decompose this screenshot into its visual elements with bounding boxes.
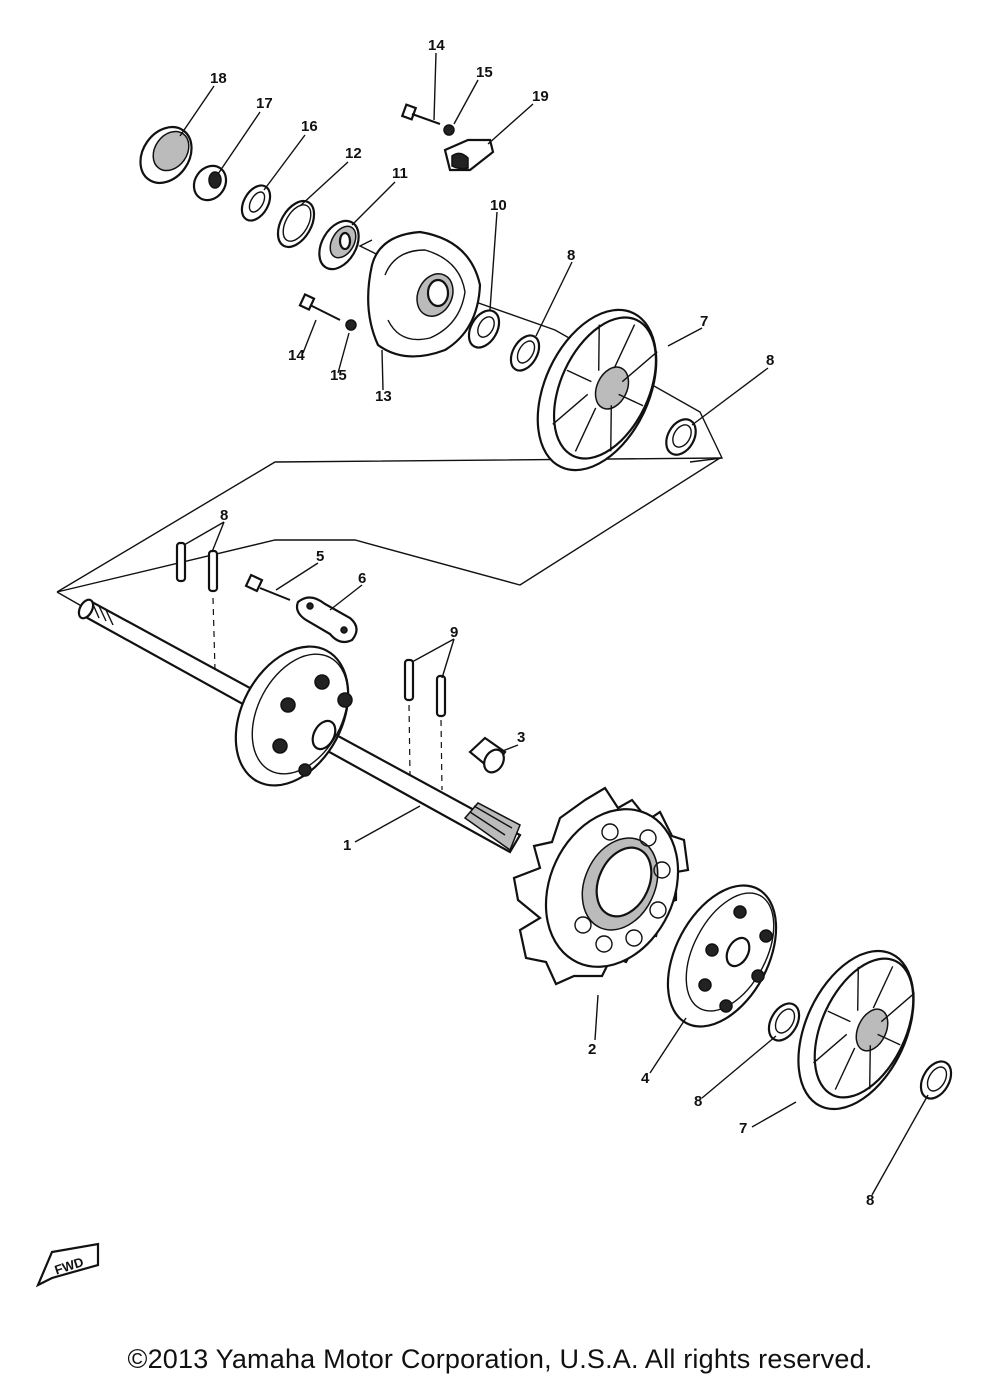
- callout-12: 12: [345, 145, 362, 162]
- sprocket-flange: [666, 884, 778, 1028]
- pin-8-b: [207, 549, 219, 593]
- washer-8-upper-right: [665, 418, 697, 456]
- forward-direction-arrow: FWD: [35, 1242, 100, 1288]
- pin-8-a: [175, 541, 187, 583]
- callout-7-upper: 7: [700, 313, 708, 330]
- bearing-cap: [139, 126, 193, 184]
- callout-17: 17: [256, 95, 273, 112]
- leader-lines: [179, 52, 929, 1196]
- collar: [468, 736, 507, 774]
- callout-15-upper: 15: [476, 64, 493, 81]
- callout-2: 2: [588, 1041, 596, 1058]
- washer-16: [240, 184, 272, 222]
- washer-8-middle: [767, 1002, 801, 1042]
- bearing: [318, 219, 360, 271]
- callout-6: 6: [358, 570, 366, 587]
- bolt-14-lower: [298, 292, 341, 321]
- washer-15-upper: [443, 124, 455, 136]
- callout-5: 5: [316, 548, 324, 565]
- lock-nut: [192, 164, 228, 202]
- callout-8-middle: 8: [694, 1093, 702, 1110]
- pin-9-b: [435, 674, 447, 718]
- callout-7-lower: 7: [739, 1120, 747, 1137]
- idler-wheel-upper: [536, 308, 658, 472]
- callout-8-lower: 8: [866, 1192, 874, 1209]
- idler-wheel-lower: [797, 949, 915, 1111]
- callout-19: 19: [532, 88, 549, 105]
- washer-8-upper: [509, 334, 541, 372]
- bolt-14-upper: [400, 103, 441, 125]
- callout-8-upper-right: 8: [766, 352, 774, 369]
- circlip: [276, 199, 316, 249]
- callout-3: 3: [517, 729, 525, 746]
- lock-plate: [295, 596, 358, 644]
- callout-8-pins: 8: [220, 507, 228, 524]
- callout-15-lower: 15: [330, 367, 347, 384]
- oil-seal: [467, 309, 501, 349]
- callout-4: 4: [641, 1070, 650, 1087]
- callout-10: 10: [490, 197, 507, 214]
- callout-13: 13: [375, 388, 392, 405]
- exploded-parts-diagram: 18 17 16 12 11 14 15 19 10 8 7 8 14 15 1…: [35, 37, 953, 1288]
- hub-flange-left: [234, 645, 353, 787]
- callout-14-upper: 14: [428, 37, 445, 54]
- assembly-outline-upper: [358, 239, 724, 463]
- callout-8-upper: 8: [567, 247, 575, 264]
- callout-16: 16: [301, 118, 318, 135]
- callout-9: 9: [450, 624, 458, 641]
- callout-14-lower: 14: [288, 347, 305, 364]
- washer-8-lower: [919, 1060, 953, 1100]
- callout-18: 18: [210, 70, 227, 87]
- bolt-5: [244, 573, 291, 601]
- washer-15-lower: [345, 319, 357, 331]
- callout-1: 1: [343, 837, 351, 854]
- mounting-bracket: [443, 138, 495, 172]
- pin-9-a: [403, 658, 415, 702]
- bearing-housing: [367, 230, 482, 358]
- callout-11: 11: [392, 165, 408, 182]
- copyright-notice: ©2013 Yamaha Motor Corporation, U.S.A. A…: [127, 1344, 873, 1374]
- drive-sprocket: [512, 786, 690, 986]
- assembly-outline-lower: [56, 457, 723, 593]
